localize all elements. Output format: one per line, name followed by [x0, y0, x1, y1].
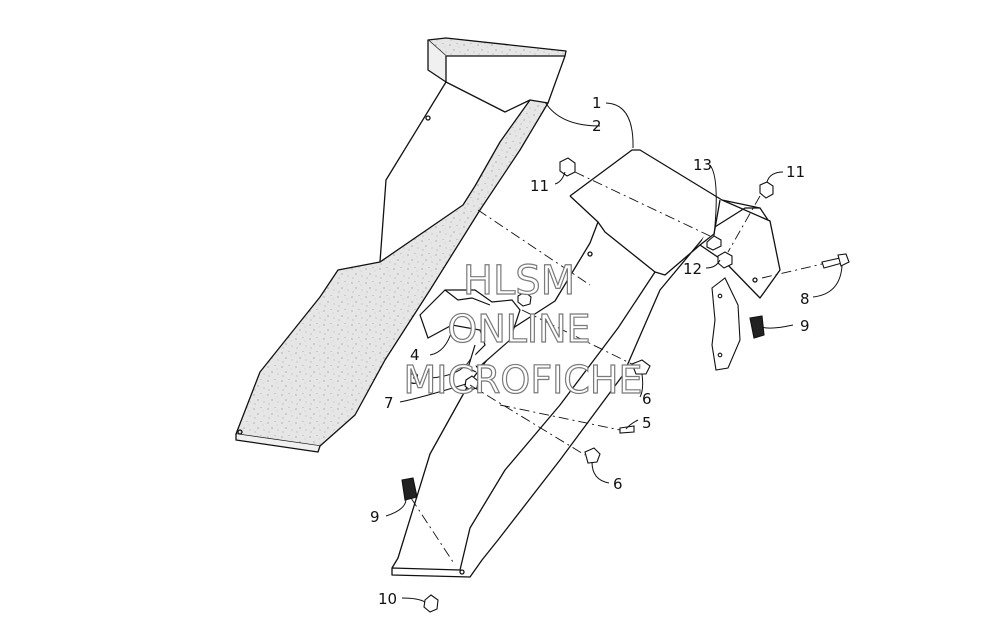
assembly-lines — [410, 171, 823, 566]
foam-pad-part — [235, 37, 567, 453]
watermark-line-2: ONLINE — [447, 307, 590, 351]
fasteners — [401, 157, 850, 613]
callout-8: 8 — [800, 290, 810, 308]
callout-12: 12 — [683, 260, 702, 278]
callout-11-left: 11 — [530, 177, 549, 195]
callout-4: 4 — [410, 346, 420, 364]
watermark-line-3: MICROFICHE — [403, 358, 642, 402]
bracket-part — [419, 289, 521, 373]
mount-plate-part — [711, 277, 741, 371]
callout-13: 13 — [693, 156, 712, 174]
callout-6-upper: 6 — [642, 390, 652, 408]
callout-1: 1 — [592, 94, 602, 112]
callout-5: 5 — [642, 414, 652, 432]
chain-guard-part — [391, 149, 781, 578]
leader-lines — [385, 101, 843, 603]
callout-7: 7 — [384, 394, 394, 412]
callout-labels: 1 2 3 4 5 6 6 7 8 9 9 10 11 11 12 13 — [370, 94, 810, 608]
callout-10: 10 — [378, 590, 397, 608]
callout-6-lower: 6 — [613, 475, 623, 493]
callout-3: 3 — [410, 370, 420, 388]
callout-2: 2 — [592, 117, 602, 135]
watermark-line-1: HLSM — [463, 258, 575, 304]
callout-9-right: 9 — [800, 317, 810, 335]
callout-11-right: 11 — [786, 163, 805, 181]
watermark: HLSM ONLINE MICROFICHE — [403, 257, 643, 402]
callout-9-lower: 9 — [370, 508, 380, 526]
